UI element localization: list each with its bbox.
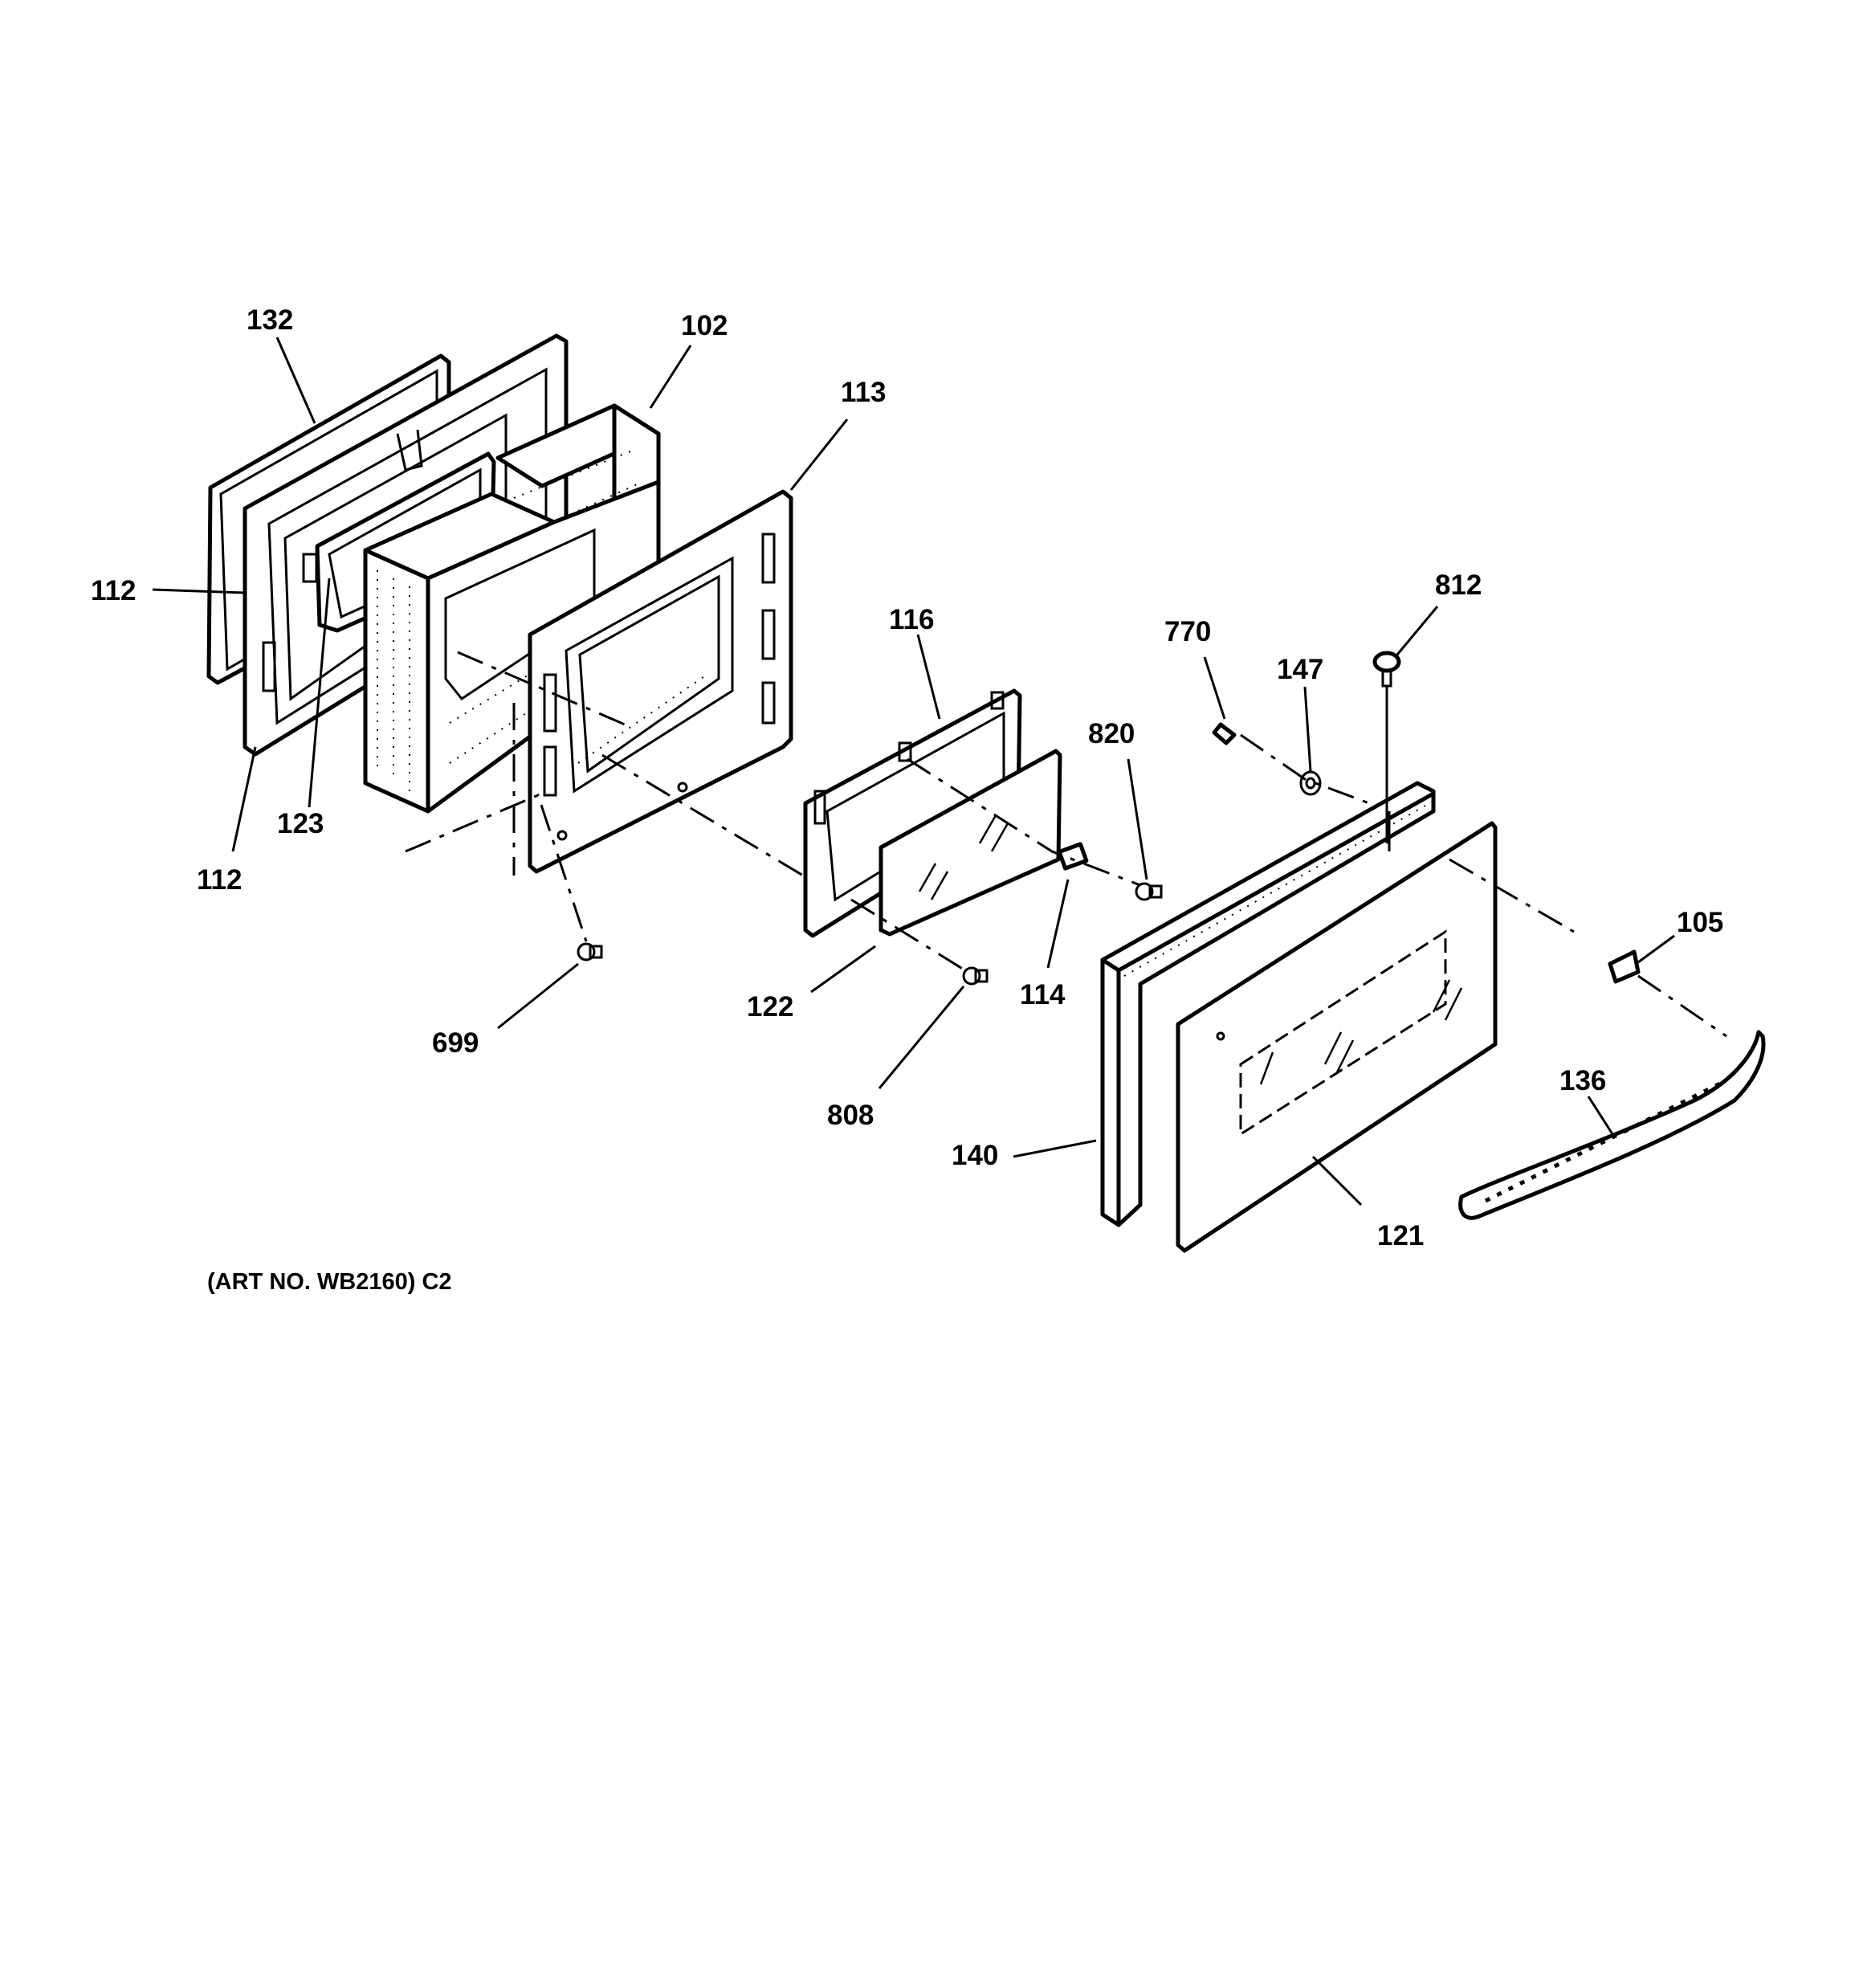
callout-113: 113	[841, 377, 886, 408]
callout-114: 114	[1020, 979, 1066, 1010]
hardware-147-washer	[1299, 770, 1322, 796]
part-122-window-glass	[879, 749, 1062, 937]
callout-136: 136	[1559, 1065, 1606, 1096]
callout-116: 116	[889, 604, 934, 635]
art-number-caption: (ART NO. WB2160) C2	[207, 1269, 452, 1295]
callout-labels: 132 102 113 112 112 123 116 770 812 147 …	[91, 304, 1723, 1251]
callout-102: 102	[681, 310, 728, 341]
callout-112-left: 112	[91, 575, 136, 606]
callout-132: 132	[247, 304, 293, 336]
part-121-outer-glass	[1176, 821, 1498, 1253]
assembly-lines	[405, 651, 1727, 1038]
part-113-inner-panel	[528, 489, 793, 874]
callout-121: 121	[1377, 1220, 1424, 1251]
part-136-door-handle	[1458, 1030, 1766, 1220]
hardware-820-screw	[1135, 882, 1163, 901]
hardware-770-screw	[1212, 722, 1237, 745]
callout-105: 105	[1677, 907, 1723, 938]
hardware-808-screw	[962, 966, 989, 986]
hardware-105-clip	[1608, 949, 1641, 984]
callout-808: 808	[827, 1100, 874, 1131]
callout-812: 812	[1435, 569, 1482, 601]
callout-147: 147	[1277, 654, 1323, 685]
callout-123: 123	[277, 808, 324, 839]
callout-122: 122	[747, 991, 793, 1023]
callout-112-bottom: 112	[197, 864, 242, 896]
hardware-812-screw	[1372, 651, 1401, 688]
callout-699: 699	[432, 1027, 479, 1059]
leader-lines	[152, 337, 1675, 1206]
callout-820: 820	[1088, 718, 1135, 749]
part-140-door-frame	[1100, 781, 1436, 1227]
hardware-114-bracket	[1057, 842, 1089, 871]
callout-770: 770	[1164, 616, 1211, 647]
hardware-699-screw	[577, 942, 603, 961]
callout-140: 140	[952, 1140, 998, 1171]
